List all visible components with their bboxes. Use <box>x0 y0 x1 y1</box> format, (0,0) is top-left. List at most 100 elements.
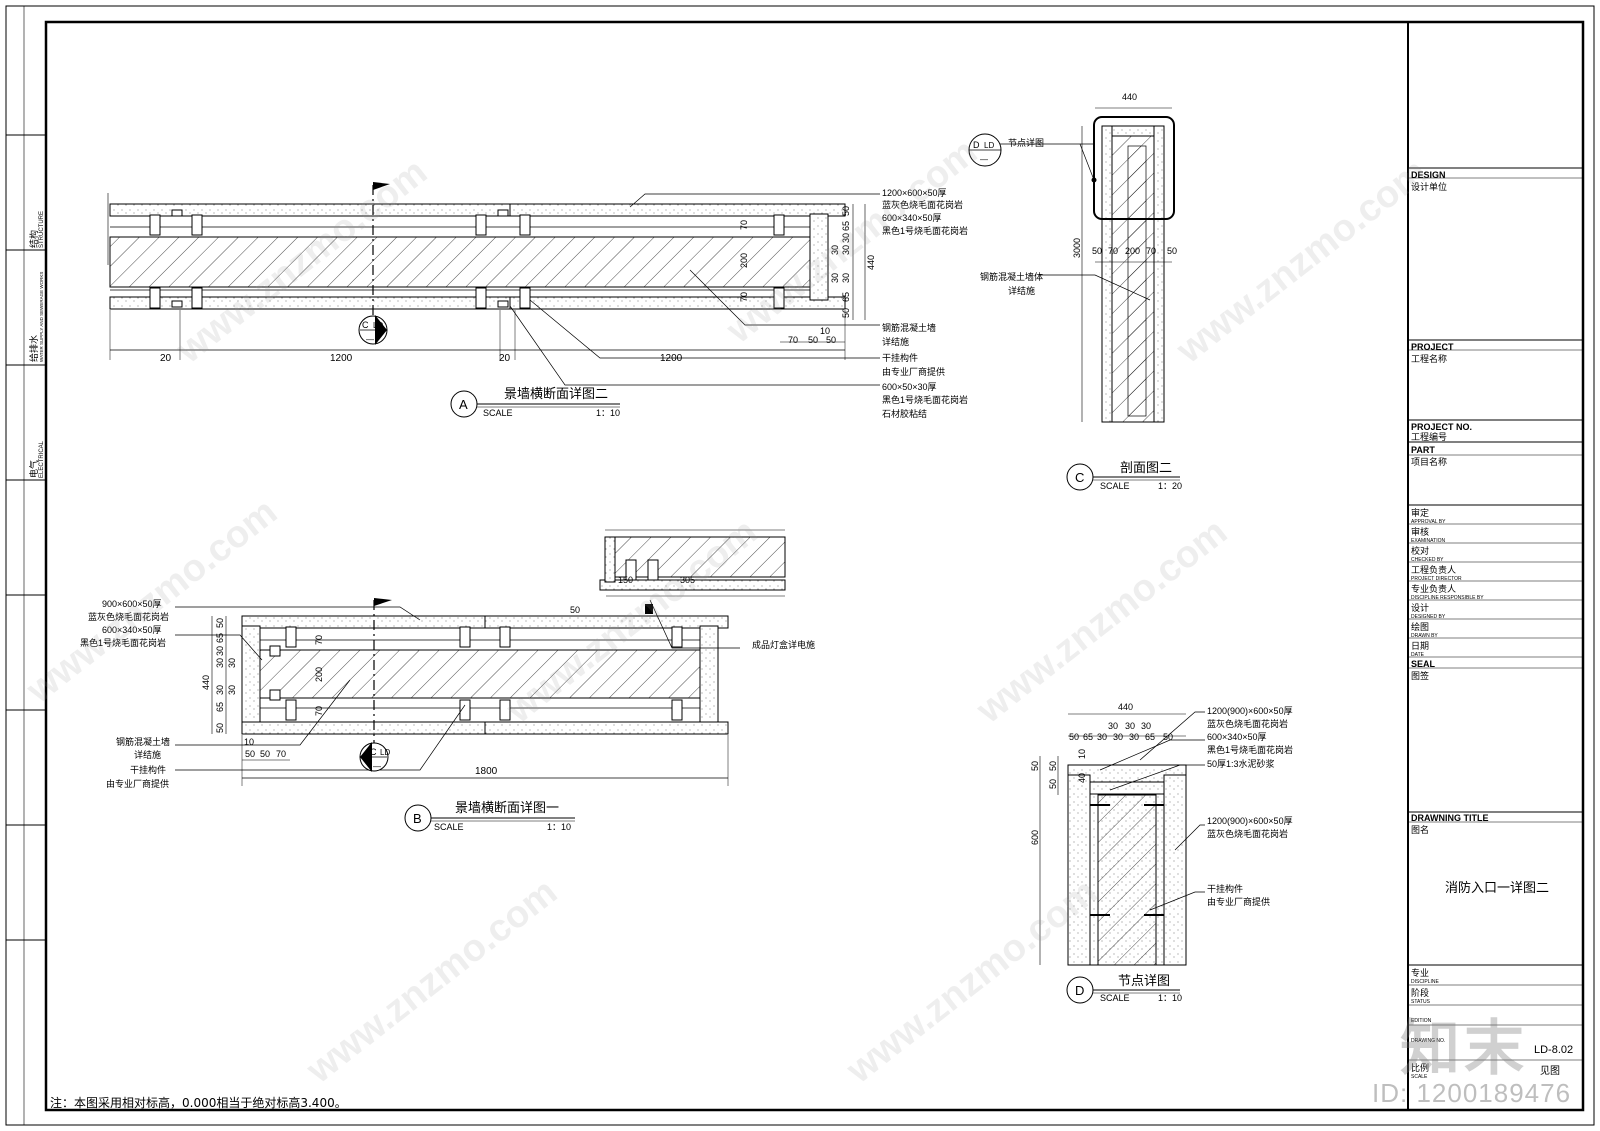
detail-c: 440 3000 50 70 200 70 50 D LD — 节点详图 钢筋混… <box>968 92 1182 491</box>
marker-a-sheet: LD <box>373 321 383 330</box>
dim-b-v8: 30 <box>227 685 237 695</box>
dim-d-r2-5: 30 <box>1129 732 1139 742</box>
dim-b-v13: 70 <box>314 706 324 716</box>
tag-b: B <box>413 811 422 826</box>
watermark-id: ID: 1200189476 <box>1372 1078 1572 1108</box>
dim-a-7: 50 <box>826 335 836 345</box>
dim-a-v14: 10 <box>820 326 830 336</box>
date-en: DATE <box>1411 652 1425 658</box>
drawn-en: DRAWN BY <box>1411 633 1438 639</box>
note-d-3: 600×340×50厚 <box>1207 732 1267 742</box>
dim-d-r2-2: 65 <box>1083 732 1093 742</box>
drawn-zh: 绘图 <box>1411 621 1429 633</box>
note-c-1: 钢筋混凝土墙体 <box>980 271 1043 283</box>
scale-value: 见图 <box>1540 1065 1560 1077</box>
dim-b-v2: 65 <box>215 633 225 643</box>
checked-zh: 校对 <box>1411 545 1429 557</box>
struct-en: STRUCTURE <box>39 211 45 248</box>
note-a-10: 黑色1号烧毛面花岗岩 <box>882 394 968 405</box>
dim-c-4: 70 <box>1146 246 1156 256</box>
scale-label-b: SCALE <box>434 822 464 832</box>
dim-d-r1-1: 30 <box>1108 721 1118 731</box>
note-d-7: 蓝灰色烧毛面花岗岩 <box>1207 828 1288 839</box>
detail-a: 20 1200 20 1200 70 50 50 50 65 30 30 30 … <box>107 182 968 419</box>
discipline-resp-en: DISCIPLINE RESPONSIBLE BY <box>1411 595 1484 601</box>
scale-a: 1：10 <box>596 408 620 418</box>
callout-letter: D <box>973 140 980 150</box>
dim-d-s1: 40 <box>1077 773 1087 783</box>
note-a-2: 蓝灰色烧毛面花岗岩 <box>882 199 963 210</box>
dim-a-v6: 200 <box>739 253 749 268</box>
scale-label-a: SCALE <box>483 408 513 418</box>
note-d-1: 1200(900)×600×50厚 <box>1207 706 1293 716</box>
dim-d-r2-4: 30 <box>1113 732 1123 742</box>
dim-b-v7: 30 <box>215 685 225 695</box>
struct-zh: 结构 <box>28 230 40 248</box>
seal-en: SEAL <box>1411 659 1436 669</box>
note-c-2: 详结施 <box>1008 285 1035 297</box>
note-d-4: 黑色1号烧毛面花岗岩 <box>1207 744 1293 755</box>
marker-a-dash: — <box>366 335 374 344</box>
marker-b-dash: — <box>373 762 381 771</box>
exam-zh: 审核 <box>1411 526 1429 538</box>
dim-d-s2: 10 <box>1077 749 1087 759</box>
design-en: DESIGN <box>1411 170 1446 180</box>
dim-d-top: 440 <box>1118 702 1133 712</box>
marker-b-sheet: LD <box>380 748 390 757</box>
note-b-5: 钢筋混凝土墙 <box>116 736 170 747</box>
project-no-zh: 工程编号 <box>1411 431 1447 443</box>
dim-a-v11: 440 <box>866 255 876 270</box>
dim-a-1: 20 <box>160 353 172 364</box>
section-marker-a: C LD — <box>358 315 388 345</box>
dim-b-v5: 30 <box>227 658 237 668</box>
checked-en: CHECKED BY <box>1411 557 1444 563</box>
date-zh: 日期 <box>1411 641 1429 652</box>
note-a-3: 600×340×50厚 <box>882 213 942 223</box>
detail-b: 150 305 50 50 65 30 30 30 200 <box>80 529 815 832</box>
dim-b-t2: 305 <box>680 575 695 585</box>
status-en: STATUS <box>1411 999 1431 1005</box>
note-d-5: 50厚1:3水泥砂浆 <box>1207 758 1275 769</box>
water-zh: 给排水 <box>28 335 40 362</box>
tag-d: D <box>1075 983 1084 998</box>
dim-b-v6: 200 <box>314 667 324 682</box>
drawing-name: 消防入口一详图二 <box>1445 880 1549 896</box>
discipline-strip: 结构 STRUCTURE 给排水 WATER SUPPLY AND SEWERA… <box>6 6 46 1125</box>
dim-c-3: 200 <box>1125 246 1140 256</box>
discipline-en: DISCIPLINE <box>1411 979 1439 985</box>
discipline-resp-zh: 专业负责人 <box>1411 583 1456 595</box>
note-b-2: 蓝灰色烧毛面花岗岩 <box>88 611 169 622</box>
dim-b-t3: 50 <box>570 605 580 615</box>
dim-a-3: 20 <box>499 353 511 364</box>
dim-a-v10: 50 <box>841 308 851 318</box>
director-zh: 工程负责人 <box>1411 564 1456 576</box>
dim-a-4: 1200 <box>660 353 683 364</box>
dim-b-4: 1800 <box>475 766 498 777</box>
dim-a-2: 1200 <box>330 353 353 364</box>
edition-en: EDITION <box>1411 1018 1432 1024</box>
dim-a-v4: 30 <box>841 245 851 255</box>
title-b: 景墙横断面详图一 <box>455 801 559 816</box>
project-zh: 工程名称 <box>1411 353 1447 365</box>
title-block: DESIGN 设计单位 PROJECT 工程名称 PROJECT NO. 工程编… <box>1408 167 1583 1080</box>
director-en: PROJECT DIRECTOR <box>1411 576 1462 582</box>
dim-b-v4: 30 <box>215 658 225 668</box>
drawing-no: LD-8.02 <box>1534 1044 1573 1056</box>
title-c: 剖面图二 <box>1120 461 1172 476</box>
note-b-6: 详结施 <box>134 749 161 760</box>
title-zh: 图名 <box>1411 824 1429 836</box>
note-b-3: 600×340×50厚 <box>102 625 162 635</box>
note-a-5: 钢筋混凝土墙 <box>882 322 936 333</box>
dim-c-2: 70 <box>1108 246 1118 256</box>
dim-b-v11: 440 <box>201 675 211 690</box>
project-en: PROJECT <box>1411 342 1454 352</box>
dim-a-v1: 50 <box>841 206 851 216</box>
dim-b-3: 70 <box>276 749 286 759</box>
dim-b-v14: 10 <box>244 737 254 747</box>
marker-a-letter: C <box>362 320 369 330</box>
detail-a-title: A 景墙横断面详图二 SCALE 1：10 <box>450 387 620 418</box>
detail-b-title: B 景墙横断面详图一 SCALE 1：10 <box>404 801 575 832</box>
dim-b-t1: 150 <box>618 575 633 585</box>
dim-d-l2: 50 <box>1048 779 1058 789</box>
scale-b: 1：10 <box>547 822 571 832</box>
